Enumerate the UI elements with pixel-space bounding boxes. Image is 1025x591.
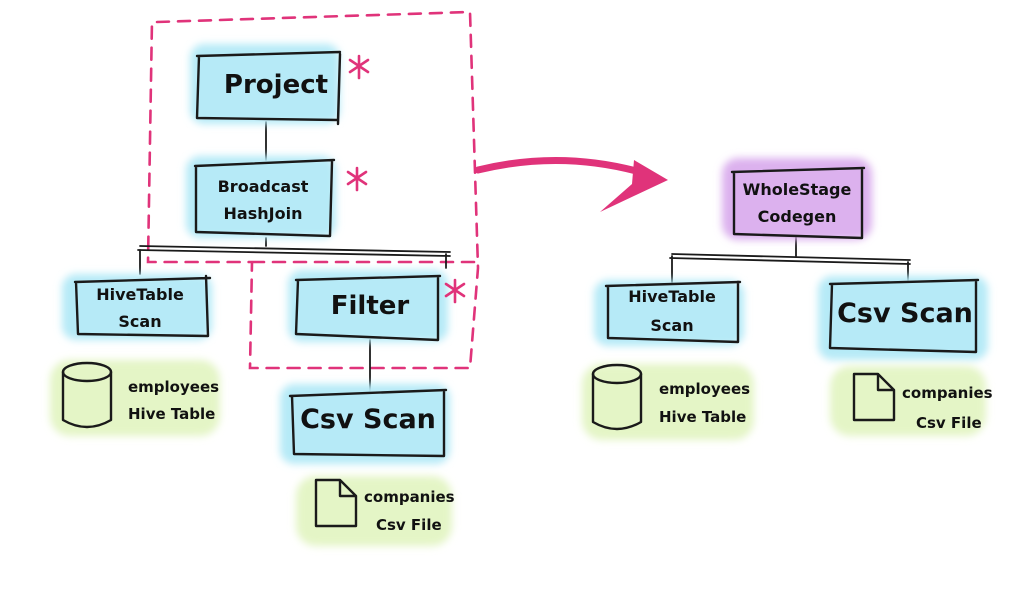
left-plan: Project Broadcast HashJoin HiveTable xyxy=(50,10,480,546)
wholestage-codegen-node: WholeStage Codegen xyxy=(722,158,872,240)
star-icon xyxy=(444,278,466,304)
hive-source-line1: employees xyxy=(128,378,219,396)
codegen-label-line1: WholeStage xyxy=(743,180,852,199)
right-hivescan-label-line2: Scan xyxy=(650,316,693,335)
database-icon xyxy=(61,361,113,429)
csv-file-source: companies Csv File xyxy=(296,476,455,546)
left-connectors xyxy=(137,121,451,393)
hivescan-label-line1: HiveTable xyxy=(96,285,184,304)
fusion-region-outline xyxy=(146,10,480,370)
project-label: Project xyxy=(224,70,328,100)
star-icon xyxy=(346,166,368,192)
right-csv-source-line2: Csv File xyxy=(916,414,982,432)
csv-source-line2: Csv File xyxy=(376,516,442,534)
file-icon xyxy=(314,478,358,528)
file-icon xyxy=(852,372,896,422)
broadcast-hashjoin-node: Broadcast HashJoin xyxy=(186,156,368,238)
right-hive-table-source: employees Hive Table xyxy=(582,363,754,440)
right-hivescan-label-line1: HiveTable xyxy=(628,287,716,306)
star-icon xyxy=(348,54,370,80)
right-plan: WholeStage Codegen HiveTable Scan Csv Sc… xyxy=(582,158,993,440)
right-hivetable-scan-node: HiveTable Scan xyxy=(594,280,744,346)
broadcast-label-line1: Broadcast xyxy=(218,177,309,196)
transform-arrow-icon xyxy=(474,156,668,212)
csv-source-line1: companies xyxy=(364,488,455,506)
hive-source-line2: Hive Table xyxy=(128,405,215,423)
project-node: Project xyxy=(190,44,370,126)
right-hive-source-line2: Hive Table xyxy=(659,408,746,426)
hivescan-label-line2: Scan xyxy=(118,312,161,331)
filter-node: Filter xyxy=(288,270,466,342)
right-csv-file-source: companies Csv File xyxy=(830,366,993,436)
csv-scan-node: Csv Scan xyxy=(280,384,450,464)
right-connectors xyxy=(669,235,911,283)
hive-table-source: employees Hive Table xyxy=(50,360,220,436)
database-icon xyxy=(591,363,643,431)
codegen-label-line2: Codegen xyxy=(758,207,837,226)
right-hive-source-line1: employees xyxy=(659,380,750,398)
right-csv-scan-node: Csv Scan xyxy=(818,276,988,360)
hivetable-scan-node: HiveTable Scan xyxy=(62,274,212,340)
broadcast-label-line2: HashJoin xyxy=(224,204,303,223)
csvscan-label: Csv Scan xyxy=(300,404,436,435)
right-csvscan-label: Csv Scan xyxy=(837,298,973,329)
right-csv-source-line1: companies xyxy=(902,384,993,402)
filter-label: Filter xyxy=(331,291,410,321)
